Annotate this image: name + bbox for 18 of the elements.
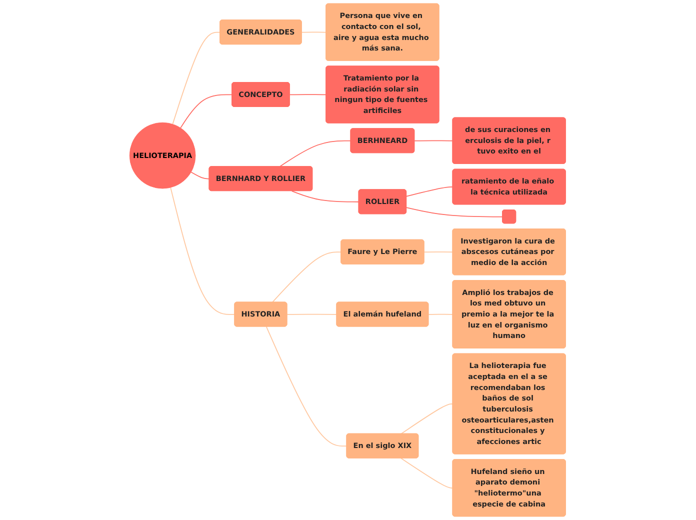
connector bbox=[401, 458, 454, 489]
connector bbox=[406, 207, 504, 218]
connector bbox=[280, 140, 352, 168]
connector bbox=[266, 326, 348, 446]
connector bbox=[191, 172, 210, 180]
connector bbox=[180, 94, 233, 128]
connector bbox=[302, 32, 327, 33]
connector bbox=[428, 314, 454, 315]
connector bbox=[172, 32, 221, 125]
connector bbox=[424, 251, 454, 253]
connector bbox=[272, 252, 342, 303]
connector bbox=[414, 140, 454, 142]
connector bbox=[170, 187, 236, 315]
connector bbox=[406, 186, 454, 197]
connector bbox=[287, 314, 338, 315]
connector bbox=[401, 404, 454, 434]
connector bbox=[292, 190, 360, 202]
connector bbox=[290, 94, 327, 96]
